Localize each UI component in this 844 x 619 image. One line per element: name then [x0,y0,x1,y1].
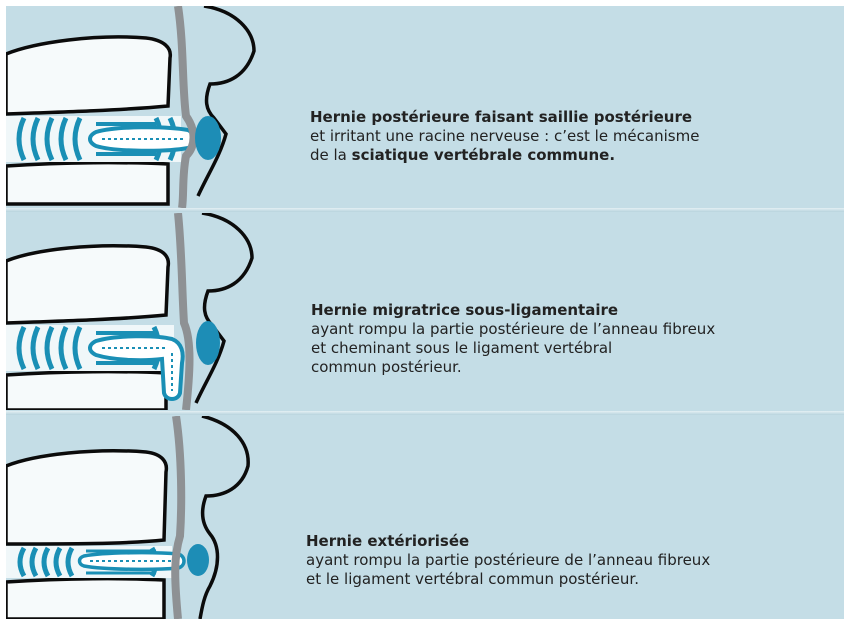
panel-divider [6,208,844,212]
panel-divider [6,411,844,415]
panel-migrating-herniation: Hernie migratrice sous-ligamentaire ayan… [6,213,844,410]
upper-vertebra [6,246,168,323]
caption-title: Hernie postérieure faisant saillie posté… [310,108,692,126]
caption-posterior-herniation: Hernie postérieure faisant saillie posté… [310,108,699,165]
caption-title: Hernie extériorisée [306,532,469,550]
caption-line: et le ligament vertébral commun postérie… [306,570,710,589]
extruded-fragment [187,544,209,576]
illustration-migrating-herniation [6,213,256,410]
lower-vertebra [6,579,164,619]
caption-line: et irritant une racine nerveuse : c’est … [310,127,699,146]
nerve-root [195,116,221,160]
herniated-nucleus [90,127,194,151]
panel-posterior-herniation: Hernie postérieure faisant saillie posté… [6,6,844,208]
caption-migrating-herniation: Hernie migratrice sous-ligamentaire ayan… [311,301,715,377]
upper-vertebra [6,451,166,544]
panel-extruded-herniation: Hernie extériorisée ayant rompu la parti… [6,416,844,619]
caption-title: Hernie migratrice sous-ligamentaire [311,301,618,319]
illustration-posterior-herniation [6,6,256,208]
caption-bold-text: sciatique vertébrale commune. [352,146,615,164]
caption-line: ayant rompu la partie postérieure de l’a… [311,320,715,339]
illustration-extruded-herniation [6,416,256,619]
upper-vertebra [6,37,170,114]
caption-line: ayant rompu la partie postérieure de l’a… [306,551,710,570]
lower-vertebra [6,372,166,410]
figure-sheet: Hernie postérieure faisant saillie posté… [6,6,844,619]
nerve-root [196,321,220,365]
caption-text: de la [310,146,352,164]
caption-line: de la sciatique vertébrale commune. [310,146,699,165]
caption-line: commun postérieur. [311,358,715,377]
caption-extruded-herniation: Hernie extériorisée ayant rompu la parti… [306,532,710,589]
lower-vertebra [6,163,168,204]
caption-line: et cheminant sous le ligament vertébral [311,339,715,358]
